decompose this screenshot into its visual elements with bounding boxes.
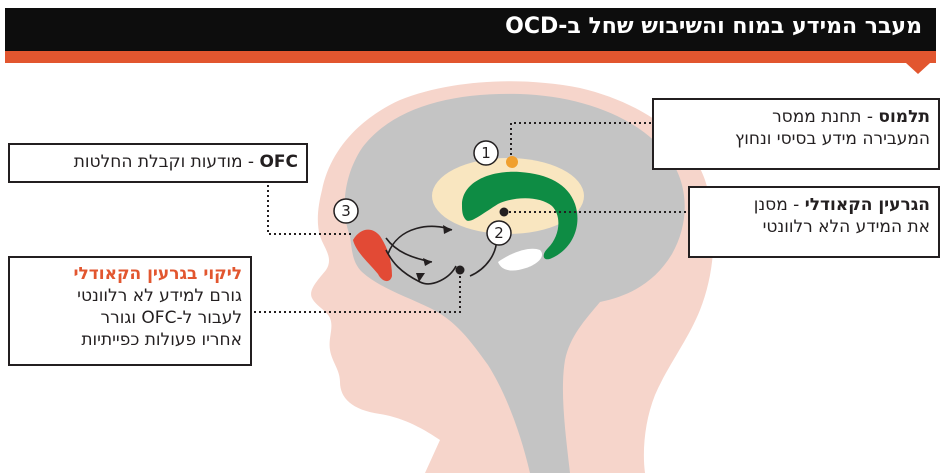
marker-2-label: 2 — [494, 224, 504, 242]
marker-3-label: 3 — [341, 202, 351, 220]
marker-2: 2 — [487, 221, 511, 245]
thalamus-label: תלמוס - תחנת ממסר המעבירה מידע בסיסי ונח… — [652, 98, 940, 170]
ofc-label: OFC - מודעות וקבלת החלטות — [8, 143, 308, 183]
caudate-desc: - מסנן — [754, 195, 805, 215]
thalamus-term: תלמוס — [878, 107, 930, 127]
marker-3: 3 — [334, 199, 358, 223]
marker-1: 1 — [474, 141, 498, 165]
caudate-label: הגרעין הקאודלי - מסנן את המידע הלא רלוונ… — [688, 186, 940, 258]
thalamus-dot — [506, 156, 518, 168]
thalamus-desc: - תחנת ממסר — [772, 107, 878, 127]
deficit-line2: לעבור ל-OFC וגורר — [18, 307, 242, 329]
caudate-dot — [500, 208, 509, 217]
deficit-line3: אחריו פעולות כפייתיות — [18, 329, 242, 351]
marker-1-label: 1 — [481, 144, 491, 162]
deficit-label: ליקוי בגרעין הקאודלי גורם למידע לא רלוונ… — [8, 256, 252, 366]
deficit-dot — [456, 266, 465, 275]
title-pointer — [906, 63, 930, 74]
ofc-desc: - מודעות וקבלת החלטות — [74, 152, 260, 172]
ofc-term: OFC — [259, 152, 298, 172]
thalamus-desc-line2: המעבירה מידע בסיסי ונחוץ — [662, 128, 930, 150]
caudate-term: הגרעין הקאודלי — [805, 195, 930, 215]
deficit-line1: גורם למידע לא רלוונטי — [18, 285, 242, 307]
deficit-title: ליקוי בגרעין הקאודלי — [18, 263, 242, 285]
caudate-desc-line2: את המידע הלא רלוונטי — [698, 216, 930, 238]
